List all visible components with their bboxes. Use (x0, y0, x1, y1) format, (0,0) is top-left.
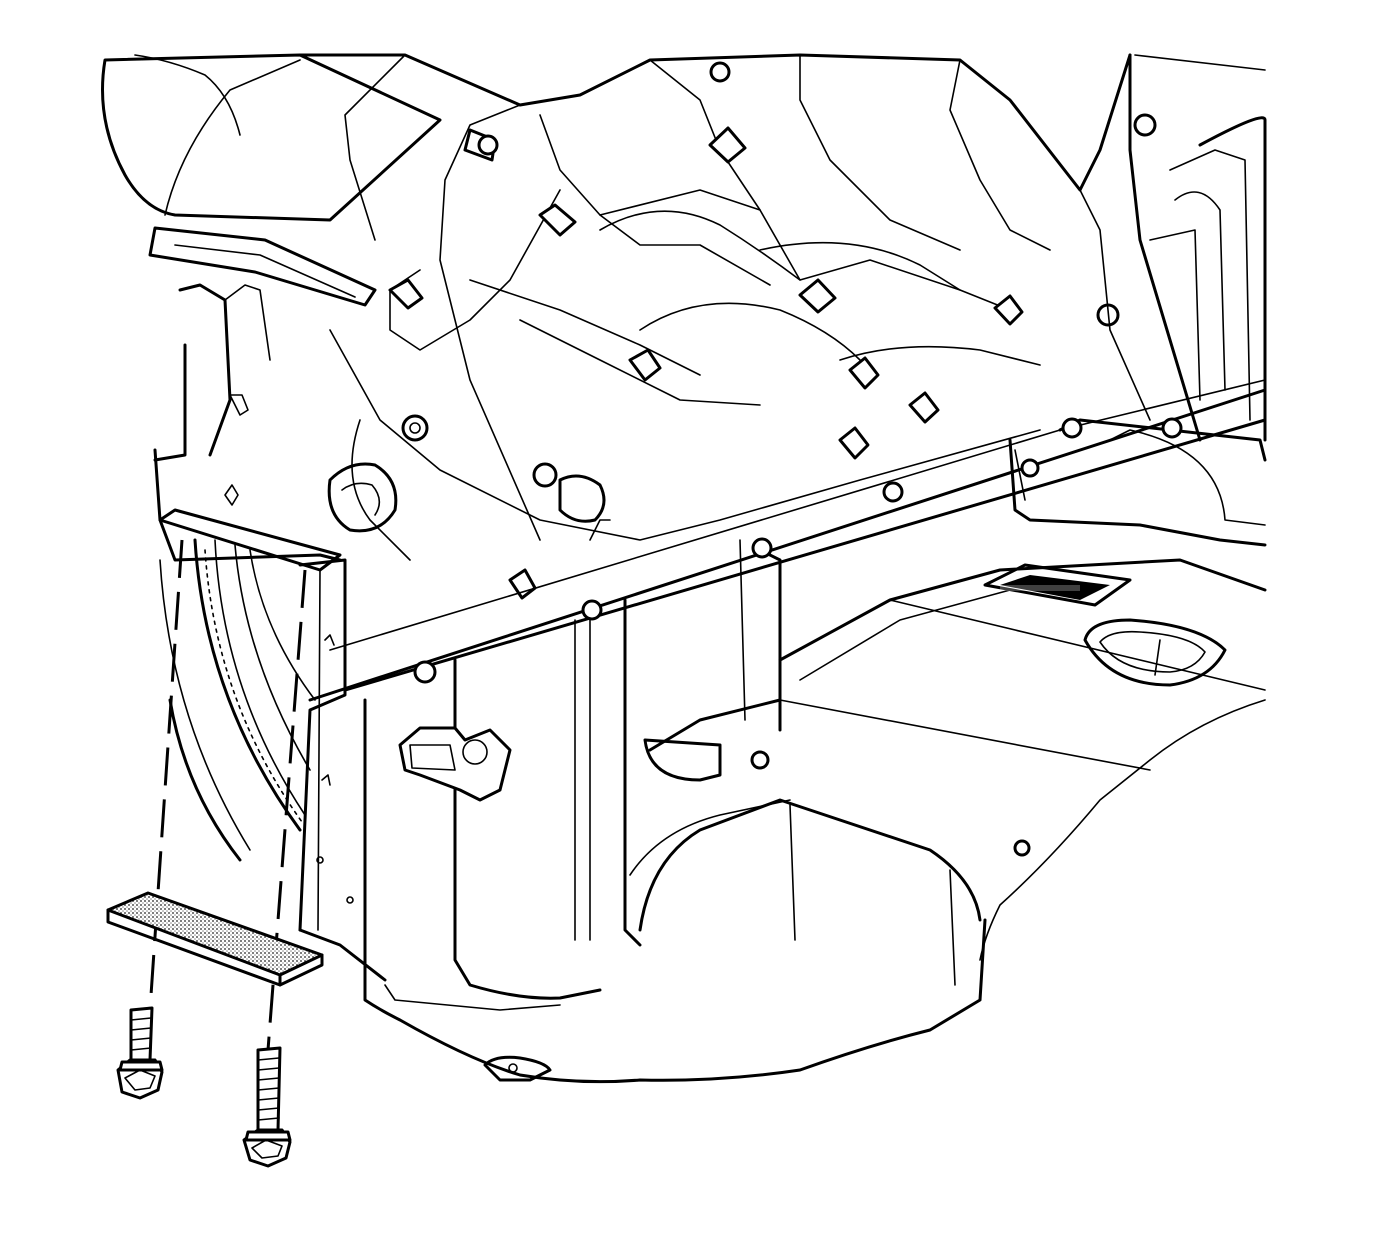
pan-label-plate (983, 563, 1132, 607)
bolt-alignment-line-right (266, 569, 307, 1051)
oil-filter-pad (1083, 618, 1227, 687)
flywheel-inspection-cover (106, 891, 324, 987)
engine-block (101, 53, 1267, 600)
oil-pan (308, 379, 1267, 1084)
bolt-left (116, 1006, 164, 1100)
oil-level-sensor (398, 726, 512, 802)
flywheel-ring-gear (159, 538, 316, 862)
block-bolt-heads (401, 61, 1157, 503)
bolt-alignment-line-left (148, 539, 184, 1011)
bolt-right (242, 1046, 292, 1168)
